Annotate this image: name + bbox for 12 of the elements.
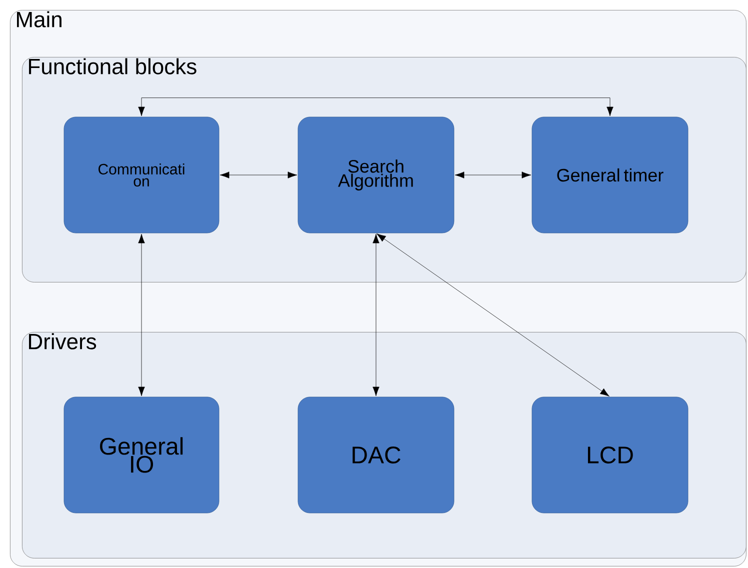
- arrow: [372, 234, 380, 396]
- process-box: DAC: [298, 396, 454, 514]
- arrow: [138, 234, 145, 396]
- process-box: Communicati on: [64, 116, 220, 234]
- process-box: Search Algorithm: [298, 116, 454, 234]
- process-box: General IO: [64, 396, 220, 514]
- process-box: LCD: [532, 396, 688, 514]
- process-box: General timer: [532, 116, 688, 234]
- arrow: [376, 234, 610, 396]
- arrow: [454, 172, 532, 178]
- arrow: [138, 98, 614, 116]
- arrow: [220, 172, 298, 178]
